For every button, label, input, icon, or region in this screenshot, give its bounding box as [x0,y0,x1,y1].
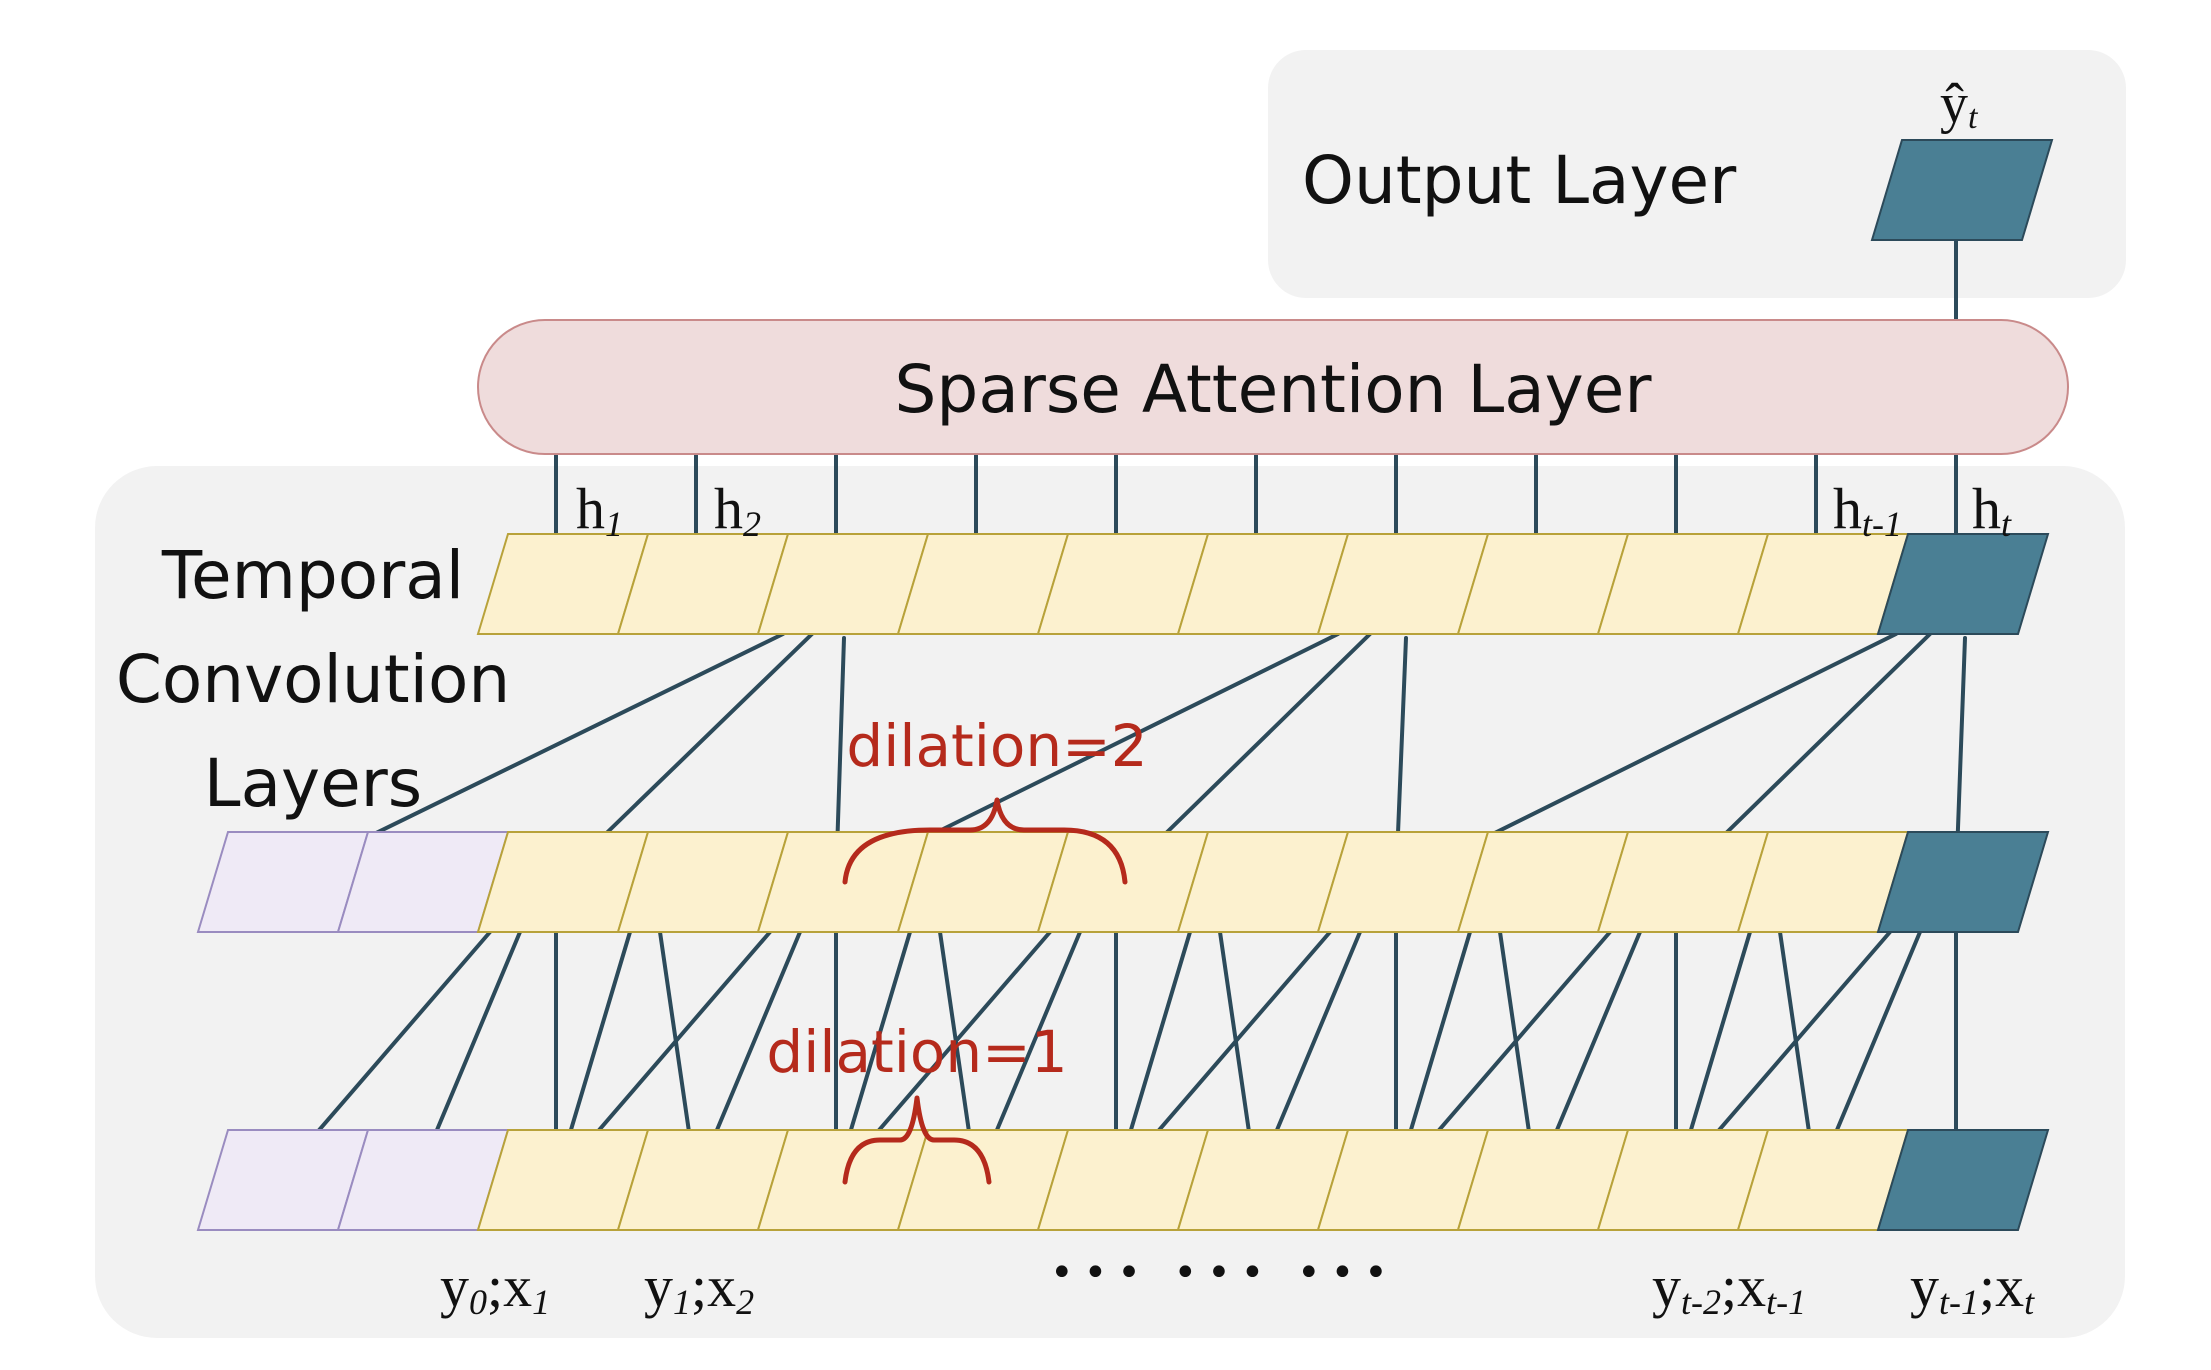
tcn-title-line-1: Temporal [161,537,464,614]
input-label-2-y: y [644,1254,673,1319]
input-label-3-y: y [1652,1254,1681,1319]
input-label-2-xsub: 2 [736,1282,754,1322]
dilation-1-brace [842,1095,992,1185]
hidden-label-ht-1: ht-1 [1833,476,1902,544]
hidden-label-h1: h1 [576,476,623,544]
hidden-label-h2: h2 [714,476,761,544]
input-label-3-xsub: t-1 [1766,1282,1806,1322]
input-label-3-x: x [1737,1254,1766,1319]
input-label-2-x: x [707,1254,736,1319]
hidden-label-ht-base: h [1972,476,2001,541]
tcn-title-line-2: Convolution [116,641,510,718]
dilation-2-brace [842,797,1128,885]
hidden-label-h2-base: h [714,476,743,541]
tcn-title-line-3: Layers [204,745,422,822]
output-label-sub: t [1968,99,1979,136]
hidden-label-ht-sub: t [2001,504,2012,544]
input-label-3: yt-2;xt-1 [1652,1254,1806,1322]
dilation-2-label: dilation=2 [846,712,1147,780]
output-label-base: ŷ [1940,73,1968,135]
input-label-2: y1;x2 [644,1254,754,1322]
input-label-4: yt-1;xt [1910,1254,2035,1322]
input-label-4-y: y [1910,1254,1939,1319]
input-label-3-sep: ; [1721,1254,1737,1319]
input-label-4-sep: ; [1979,1254,1995,1319]
attention-layer-title: Sparse Attention Layer [895,351,1653,428]
input-label-2-sep: ; [691,1254,707,1319]
dilation-1-label: dilation=1 [766,1018,1067,1086]
input-label-4-xsub: t [2024,1282,2035,1322]
hidden-label-ht: ht [1972,476,2012,544]
hidden-label-ht-1-base: h [1833,476,1862,541]
input-label-4-ysub: t-1 [1939,1282,1979,1322]
output-node [1870,139,2054,241]
hidden-row-final-cell-11 [1876,533,2050,635]
hidden-label-h2-sub: 2 [743,504,761,544]
input-label-1-ysub: 0 [469,1282,487,1322]
input-label-3-ysub: t-2 [1681,1282,1721,1322]
input-label-1-y: y [440,1254,469,1319]
middle-row-final-cell-13 [1876,831,2050,933]
input-label-1-x: x [503,1254,532,1319]
hidden-label-h1-base: h [576,476,605,541]
input-label-1-sep: ; [487,1254,503,1319]
input-label-4-x: x [1995,1254,2024,1319]
ellipsis: ••• ••• ••• [1050,1250,1398,1296]
input-label-1-xsub: 1 [532,1282,550,1322]
hidden-label-ht-1-sub: t-1 [1862,504,1902,544]
input-label-2-ysub: 1 [673,1282,691,1322]
hidden-label-h1-sub: 1 [605,504,623,544]
input-label-1: y0;x1 [440,1254,550,1322]
input-row-final-cell-13 [1876,1129,2050,1231]
attention-layer [477,319,2069,455]
output-layer-title: Output Layer [1302,142,1737,219]
output-label: ŷt [1940,73,1979,136]
